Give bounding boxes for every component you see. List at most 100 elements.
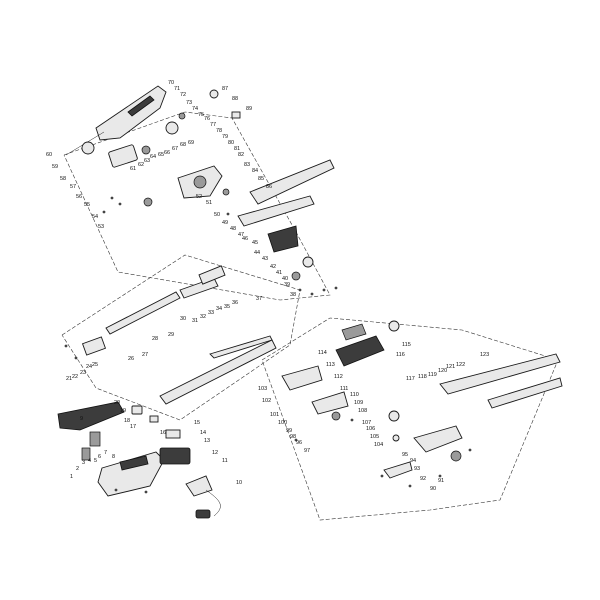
callout-68: 68 xyxy=(180,142,186,148)
callout-92: 92 xyxy=(420,476,426,482)
front-handle xyxy=(57,401,125,431)
callout-77: 77 xyxy=(210,122,216,128)
callout-28: 28 xyxy=(152,336,158,342)
chainsaw-motor xyxy=(81,141,151,168)
callout-70: 70 xyxy=(168,80,174,86)
callout-96: 96 xyxy=(296,440,302,446)
callout-37: 37 xyxy=(256,296,262,302)
chainsaw-sprocket-cover xyxy=(267,225,299,253)
callout-14: 14 xyxy=(200,430,206,436)
callout-59: 59 xyxy=(52,164,58,170)
callout-20: 20 xyxy=(114,400,120,406)
callout-5: 5 xyxy=(94,458,97,464)
callout-13: 13 xyxy=(204,438,210,444)
callout-85: 85 xyxy=(258,176,264,182)
callout-87: 87 xyxy=(222,86,228,92)
upper-pole-shaft xyxy=(105,277,219,335)
callout-58: 58 xyxy=(60,176,66,182)
callout-4: 4 xyxy=(88,458,91,464)
callout-3: 3 xyxy=(82,460,85,466)
callout-111: 111 xyxy=(340,386,348,392)
callout-120: 120 xyxy=(438,368,447,374)
callout-54: 54 xyxy=(92,214,98,220)
callout-41: 41 xyxy=(276,270,282,276)
callout-6: 6 xyxy=(98,454,101,460)
callout-117: 117 xyxy=(406,376,415,382)
callout-8: 8 xyxy=(112,454,115,460)
callout-72: 72 xyxy=(180,92,186,98)
callout-119: 119 xyxy=(428,372,437,378)
callout-10: 10 xyxy=(236,480,242,486)
callout-91: 91 xyxy=(438,478,444,484)
charger xyxy=(185,475,221,519)
chainsaw-gear-housing xyxy=(177,165,223,199)
callout-108: 108 xyxy=(358,408,367,414)
callout-42: 42 xyxy=(270,264,276,270)
telescopic-pole-tube xyxy=(159,335,277,405)
callout-2: 2 xyxy=(76,466,79,472)
callout-9: 9 xyxy=(80,416,83,422)
callout-89: 89 xyxy=(246,106,252,112)
callout-94: 94 xyxy=(410,458,416,464)
callout-65: 65 xyxy=(158,152,164,158)
chainsaw-bar xyxy=(237,159,335,227)
callout-88: 88 xyxy=(232,96,238,102)
callout-51: 51 xyxy=(206,200,212,206)
callout-50: 50 xyxy=(214,212,220,218)
callout-74: 74 xyxy=(192,106,198,112)
callout-44: 44 xyxy=(254,250,260,256)
callout-93: 93 xyxy=(414,466,420,472)
rear-handle-body xyxy=(97,451,165,497)
callout-102: 102 xyxy=(262,398,271,404)
hedge-gearbox xyxy=(281,335,385,415)
callout-116: 116 xyxy=(396,352,405,358)
callout-78: 78 xyxy=(216,128,222,134)
callout-118: 118 xyxy=(418,374,427,380)
callout-49: 49 xyxy=(222,220,228,226)
callout-67: 67 xyxy=(172,146,178,152)
hedge-small-parts xyxy=(331,320,462,462)
callout-69: 69 xyxy=(188,140,194,146)
callout-labels: 1 2 3 4 5 6 7 8 9 10 11 12 13 14 15 16 1… xyxy=(46,80,489,492)
hedge-group-frame xyxy=(261,317,559,521)
callout-106: 106 xyxy=(366,426,375,432)
callout-23: 23 xyxy=(80,370,86,376)
callout-76: 76 xyxy=(204,116,210,122)
callout-114: 114 xyxy=(318,350,327,356)
callout-38: 38 xyxy=(290,292,296,298)
callout-17: 17 xyxy=(130,424,136,430)
hedge-blade xyxy=(439,353,563,409)
callout-7: 7 xyxy=(104,450,107,456)
callout-109: 109 xyxy=(354,400,363,406)
callout-61: 61 xyxy=(130,166,136,172)
callout-56: 56 xyxy=(76,194,82,200)
callout-34: 34 xyxy=(216,306,222,312)
callout-35: 35 xyxy=(224,304,230,310)
callout-105: 105 xyxy=(370,434,379,440)
callout-26: 26 xyxy=(128,356,134,362)
callout-36: 36 xyxy=(232,300,238,306)
callout-52: 52 xyxy=(196,194,202,200)
callout-110: 110 xyxy=(350,392,359,398)
callout-19: 19 xyxy=(120,408,126,414)
callout-1: 1 xyxy=(70,474,73,480)
callout-82: 82 xyxy=(238,152,244,158)
callout-53: 53 xyxy=(98,224,104,230)
callout-11: 11 xyxy=(222,458,228,464)
callout-107: 107 xyxy=(362,420,371,426)
callout-73: 73 xyxy=(186,100,192,106)
callout-64: 64 xyxy=(150,154,156,160)
callout-99: 99 xyxy=(286,428,292,434)
callout-81: 81 xyxy=(234,146,240,152)
callout-83: 83 xyxy=(244,162,250,168)
callout-90: 90 xyxy=(430,486,436,492)
chainsaw-small-parts xyxy=(143,89,314,281)
callout-75: 75 xyxy=(198,112,204,118)
callout-121: 121 xyxy=(446,364,455,370)
callout-100: 100 xyxy=(278,420,287,426)
screw-markers xyxy=(64,196,472,494)
callout-29: 29 xyxy=(168,332,174,338)
callout-63: 63 xyxy=(144,158,150,164)
